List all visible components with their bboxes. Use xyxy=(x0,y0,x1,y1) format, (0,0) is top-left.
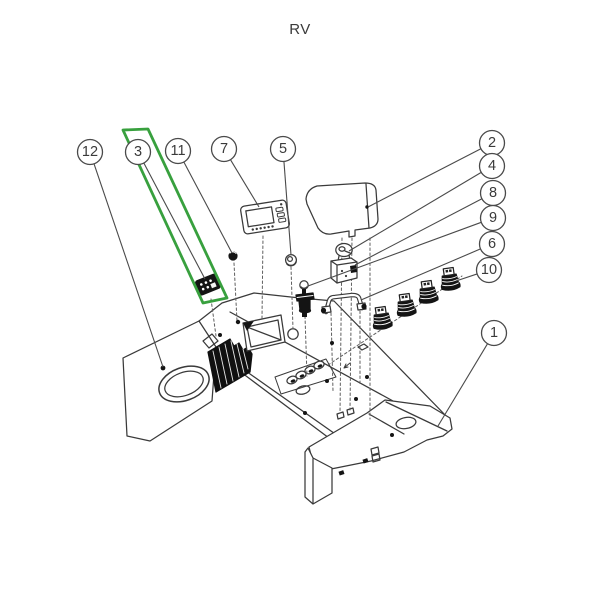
callout-circle-1[interactable] xyxy=(480,319,508,347)
callout-circle-12[interactable] xyxy=(76,138,104,166)
callout-3[interactable]: 3 xyxy=(124,138,206,280)
speaker-grille-icon xyxy=(207,338,253,393)
callout-number-1: 1 xyxy=(490,325,498,341)
callout-number-5: 5 xyxy=(279,141,287,157)
callout-2[interactable]: 2 xyxy=(367,129,506,208)
leader-line-9 xyxy=(307,221,482,287)
switch-slot-row xyxy=(274,358,337,395)
callout-12[interactable]: 12 xyxy=(76,138,164,368)
callout-number-8: 8 xyxy=(489,185,497,201)
highlight-box xyxy=(121,127,229,305)
left-dash-panel xyxy=(122,320,217,442)
callout-7[interactable]: 7 xyxy=(210,135,260,208)
callout-circle-5[interactable] xyxy=(269,135,297,163)
mount-knob xyxy=(228,251,238,261)
bracket-oval-hole xyxy=(395,416,417,430)
callout-number-3: 3 xyxy=(134,144,142,160)
leader-line-6 xyxy=(360,248,481,301)
leader-line-3 xyxy=(143,162,206,280)
leader-line-7 xyxy=(229,159,260,208)
key-switch xyxy=(330,242,358,284)
callout-circle-11[interactable] xyxy=(164,137,192,165)
square-cutout xyxy=(202,333,219,349)
grab-handle xyxy=(320,292,367,315)
mounting-bracket xyxy=(304,399,453,505)
projection-lines xyxy=(210,235,463,420)
display-unit xyxy=(240,199,290,235)
leader-line-5 xyxy=(283,161,292,256)
callout-circle-10[interactable] xyxy=(475,256,503,284)
callout-number-4: 4 xyxy=(488,158,496,174)
callout-number-10: 10 xyxy=(481,262,497,278)
boot-1 xyxy=(372,305,393,330)
callout-number-12: 12 xyxy=(82,144,98,160)
callout-circle-4[interactable] xyxy=(478,152,506,180)
callout-6[interactable]: 6 xyxy=(360,230,506,301)
display-cutout xyxy=(242,314,286,352)
leader-line-11 xyxy=(183,161,233,254)
boot-4 xyxy=(440,266,461,291)
cover-panel xyxy=(305,182,379,238)
leader-line-12 xyxy=(93,163,164,368)
square-hole-a xyxy=(336,411,345,420)
leader-line-10 xyxy=(455,273,478,282)
oval-cutout xyxy=(295,385,311,395)
callout-number-11: 11 xyxy=(170,143,185,159)
toggle-switch xyxy=(295,280,315,317)
callout-1[interactable]: 1 xyxy=(437,319,508,427)
callout-8[interactable]: 8 xyxy=(354,179,507,266)
clip-detail xyxy=(357,343,369,351)
leader-line-8 xyxy=(354,198,483,266)
callout-number-7: 7 xyxy=(220,141,228,157)
callout-circle-3[interactable] xyxy=(124,138,152,166)
boot-2 xyxy=(396,292,417,317)
callout-circle-6[interactable] xyxy=(478,230,506,258)
square-hole-b xyxy=(346,407,355,416)
leader-line-4 xyxy=(348,171,482,252)
callout-circle-7[interactable] xyxy=(210,135,238,163)
screw-dots xyxy=(160,205,394,437)
callout-9[interactable]: 9 xyxy=(307,204,507,287)
callout-number-9: 9 xyxy=(489,210,497,226)
leader-line-1 xyxy=(437,343,489,427)
callout-11[interactable]: 11 xyxy=(164,137,233,254)
leader-line-2 xyxy=(367,148,482,208)
push-grommet xyxy=(284,253,298,267)
arrow-mark xyxy=(343,362,351,369)
callout-4[interactable]: 4 xyxy=(348,152,506,252)
callout-number-2: 2 xyxy=(488,135,496,151)
oval-vent xyxy=(158,365,210,403)
callout-10[interactable]: 10 xyxy=(455,256,503,284)
boot-3 xyxy=(418,279,439,304)
callout-5[interactable]: 5 xyxy=(269,135,297,256)
diagram-title: RV xyxy=(289,21,311,38)
callout-number-6: 6 xyxy=(488,236,496,252)
rubber-boots xyxy=(372,266,461,330)
callout-circle-9[interactable] xyxy=(479,204,507,232)
